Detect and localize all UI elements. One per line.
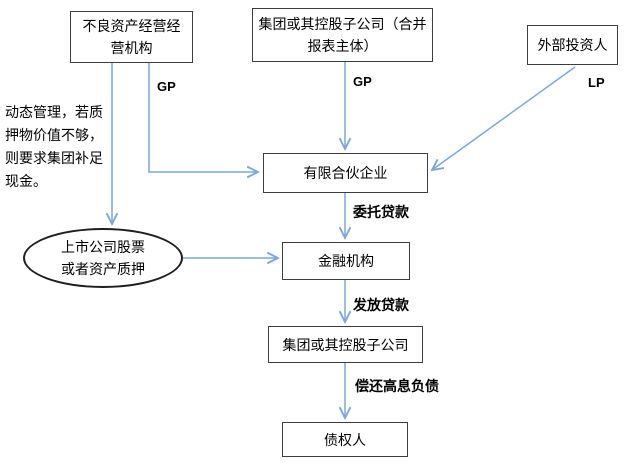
edge-label-gp-middle: GP: [353, 74, 372, 89]
node-external-investor: 外部投资人: [527, 25, 618, 65]
edge-label-gp-left: GP: [157, 79, 176, 94]
node-financial-institution: 金融机构: [282, 242, 410, 280]
node-group-subsidiary: 集团或其控股子公司: [268, 326, 423, 363]
node-creditor: 债权人: [282, 422, 408, 457]
edge-label-issue-loan: 发放贷款: [353, 297, 409, 313]
arrow-investor-to-partnership-lp: [432, 66, 576, 170]
node-pledge-ellipse: 上市公司股票或者资产质押: [23, 228, 183, 288]
edge-label-entrusted-loan: 委托贷款: [353, 204, 409, 220]
node-group-consolidated: 集团或其控股子公司（合并报表主体）: [252, 8, 433, 62]
edge-label-lp: LP: [588, 75, 605, 90]
node-label: 上市公司股票或者资产质押: [61, 239, 145, 277]
edge-label-repay-debt: 偿还高息负债: [355, 378, 439, 394]
annotation-note: 动态管理，若质押物价值不够，则要求集团补足现金。: [5, 104, 103, 189]
arrow-manager-to-partnership-gp: [148, 63, 258, 172]
node-distressed-asset-manager: 不良资产经营经营机构: [70, 11, 193, 63]
node-limited-partnership: 有限合伙企业: [263, 153, 428, 193]
